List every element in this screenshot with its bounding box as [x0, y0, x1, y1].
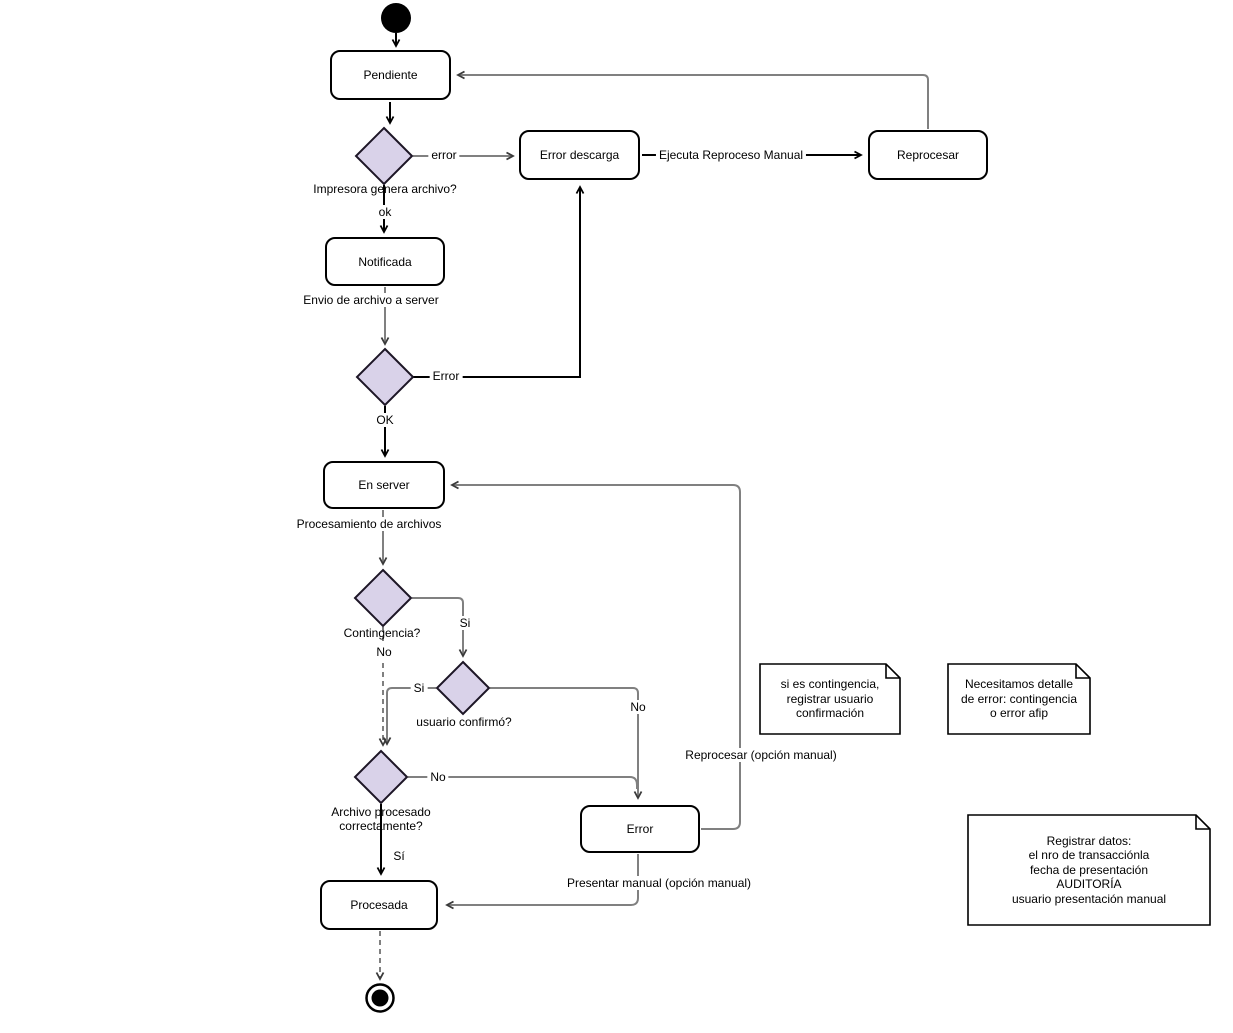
- connector-si-decision4: [412, 597, 468, 658]
- node-en-server: En server: [323, 461, 445, 509]
- connector-siusuario-decision5: [382, 687, 436, 746]
- edge-label-no-usuario: No: [627, 700, 649, 714]
- edge-label-contingencia-question: Contingencia?: [343, 626, 421, 640]
- note-registrar-shape: [967, 814, 1211, 926]
- edge-label-envio-archivo: Envio de archivo a server: [300, 293, 442, 307]
- connector-error-errordescarga: [413, 185, 585, 378]
- edge-label-reprocesar-manual: Reprocesar (opción manual): [682, 748, 840, 762]
- edge-label-ejecuta-reproceso: Ejecuta Reproceso Manual: [655, 148, 807, 162]
- end-node: [365, 983, 395, 1013]
- note-contingencia-shape: [759, 663, 901, 735]
- edge-label-no-contingencia: No: [373, 645, 395, 659]
- note-detalle-fold-icon: [1075, 664, 1090, 679]
- edge-label-procesamiento: Procesamiento de archivos: [293, 517, 445, 531]
- note-registrar-fold-icon: [1195, 815, 1210, 830]
- connector-error-procesada: [445, 854, 639, 910]
- edge-label-si-archivo: Sí: [390, 849, 408, 863]
- connector-error-enserver-loop: [450, 480, 741, 830]
- note-registrar-datos: Registrar datos: el nro de transacciónla…: [1011, 833, 1167, 906]
- node-error: Error: [580, 805, 700, 853]
- node-reprocesar: Reprocesar: [868, 130, 988, 180]
- edge-label-si-usuario: Si: [410, 681, 428, 695]
- note-contingencia-fold-icon: [885, 664, 900, 679]
- connector-noarchivo-error: [408, 776, 638, 789]
- decision-envio-diamond: [355, 347, 415, 407]
- decision-diamonds: [353, 126, 491, 805]
- connector-nousuario-error: [490, 687, 643, 800]
- note-detalle-error: Necesitamos detalle de error: contingenc…: [960, 677, 1078, 721]
- edge-label-usuario-question: usuario confirmó?: [416, 715, 512, 729]
- edge-label-error-lower: error: [428, 148, 460, 162]
- edge-label-error-cap: Error: [429, 369, 463, 383]
- decision-usuario-diamond: [435, 660, 491, 716]
- node-pendiente: Pendiente: [330, 50, 451, 100]
- edge-label-no-archivo: No: [427, 770, 449, 784]
- connector-reprocesar-pendiente: [456, 70, 929, 129]
- decision-contingencia-diamond: [353, 568, 413, 628]
- note-detalle-shape: [947, 663, 1091, 735]
- edge-label-archivo-question: Archivo procesado correctamente?: [331, 805, 431, 833]
- edge-label-ok-lower: ok: [375, 205, 395, 219]
- start-node: [381, 3, 411, 33]
- decision-archivo-diamond: [353, 749, 409, 805]
- note-contingencia: si es contingencia, registrar usuario co…: [780, 677, 880, 721]
- edge-label-impresora-question: Impresora genera archivo?: [313, 182, 457, 196]
- node-error-descarga: Error descarga: [519, 130, 640, 180]
- edge-label-ok-cap: OK: [373, 413, 397, 427]
- edge-label-presentar-manual: Presentar manual (opción manual): [563, 876, 755, 890]
- decision-impresora-diamond: [354, 126, 414, 186]
- edge-label-si-contingencia: Si: [456, 616, 474, 630]
- node-procesada: Procesada: [320, 880, 438, 930]
- node-notificada: Notificada: [325, 237, 445, 286]
- note-shapes: [759, 663, 1211, 926]
